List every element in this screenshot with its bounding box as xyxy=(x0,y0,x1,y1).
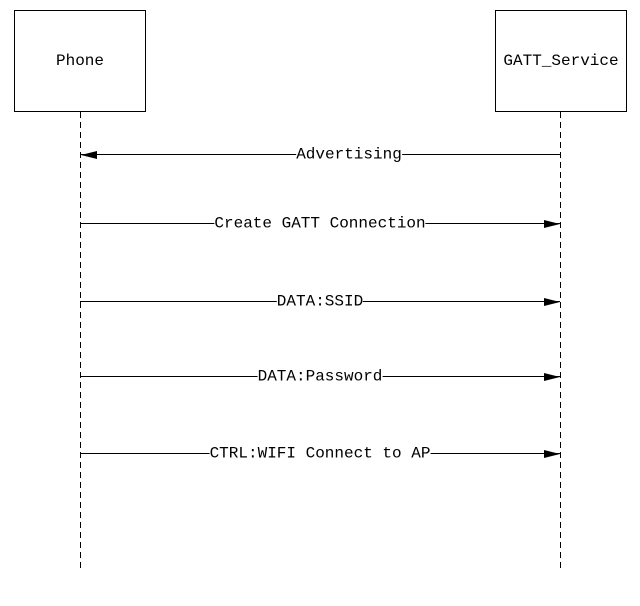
actor-label-phone: Phone xyxy=(55,51,104,70)
lifeline-gatt-service xyxy=(559,112,561,570)
arrowhead-right-icon xyxy=(544,297,560,306)
message-label: DATA:Password xyxy=(257,367,383,387)
arrowhead-right-icon xyxy=(544,449,560,458)
arrowhead-right-icon xyxy=(544,219,560,228)
actor-box-gatt-service: GATT_Service xyxy=(495,10,627,112)
message-label: DATA:SSID xyxy=(276,292,364,312)
arrowhead-left-icon xyxy=(81,150,97,159)
actor-label-gatt-service: GATT_Service xyxy=(503,51,619,70)
message-label: Advertising xyxy=(296,145,402,165)
lifeline-phone xyxy=(79,112,81,570)
message-label: Create GATT Connection xyxy=(214,214,426,234)
arrowhead-right-icon xyxy=(544,372,560,381)
message-label: CTRL:WIFI Connect to AP xyxy=(209,444,431,464)
actor-box-phone: Phone xyxy=(14,10,146,112)
